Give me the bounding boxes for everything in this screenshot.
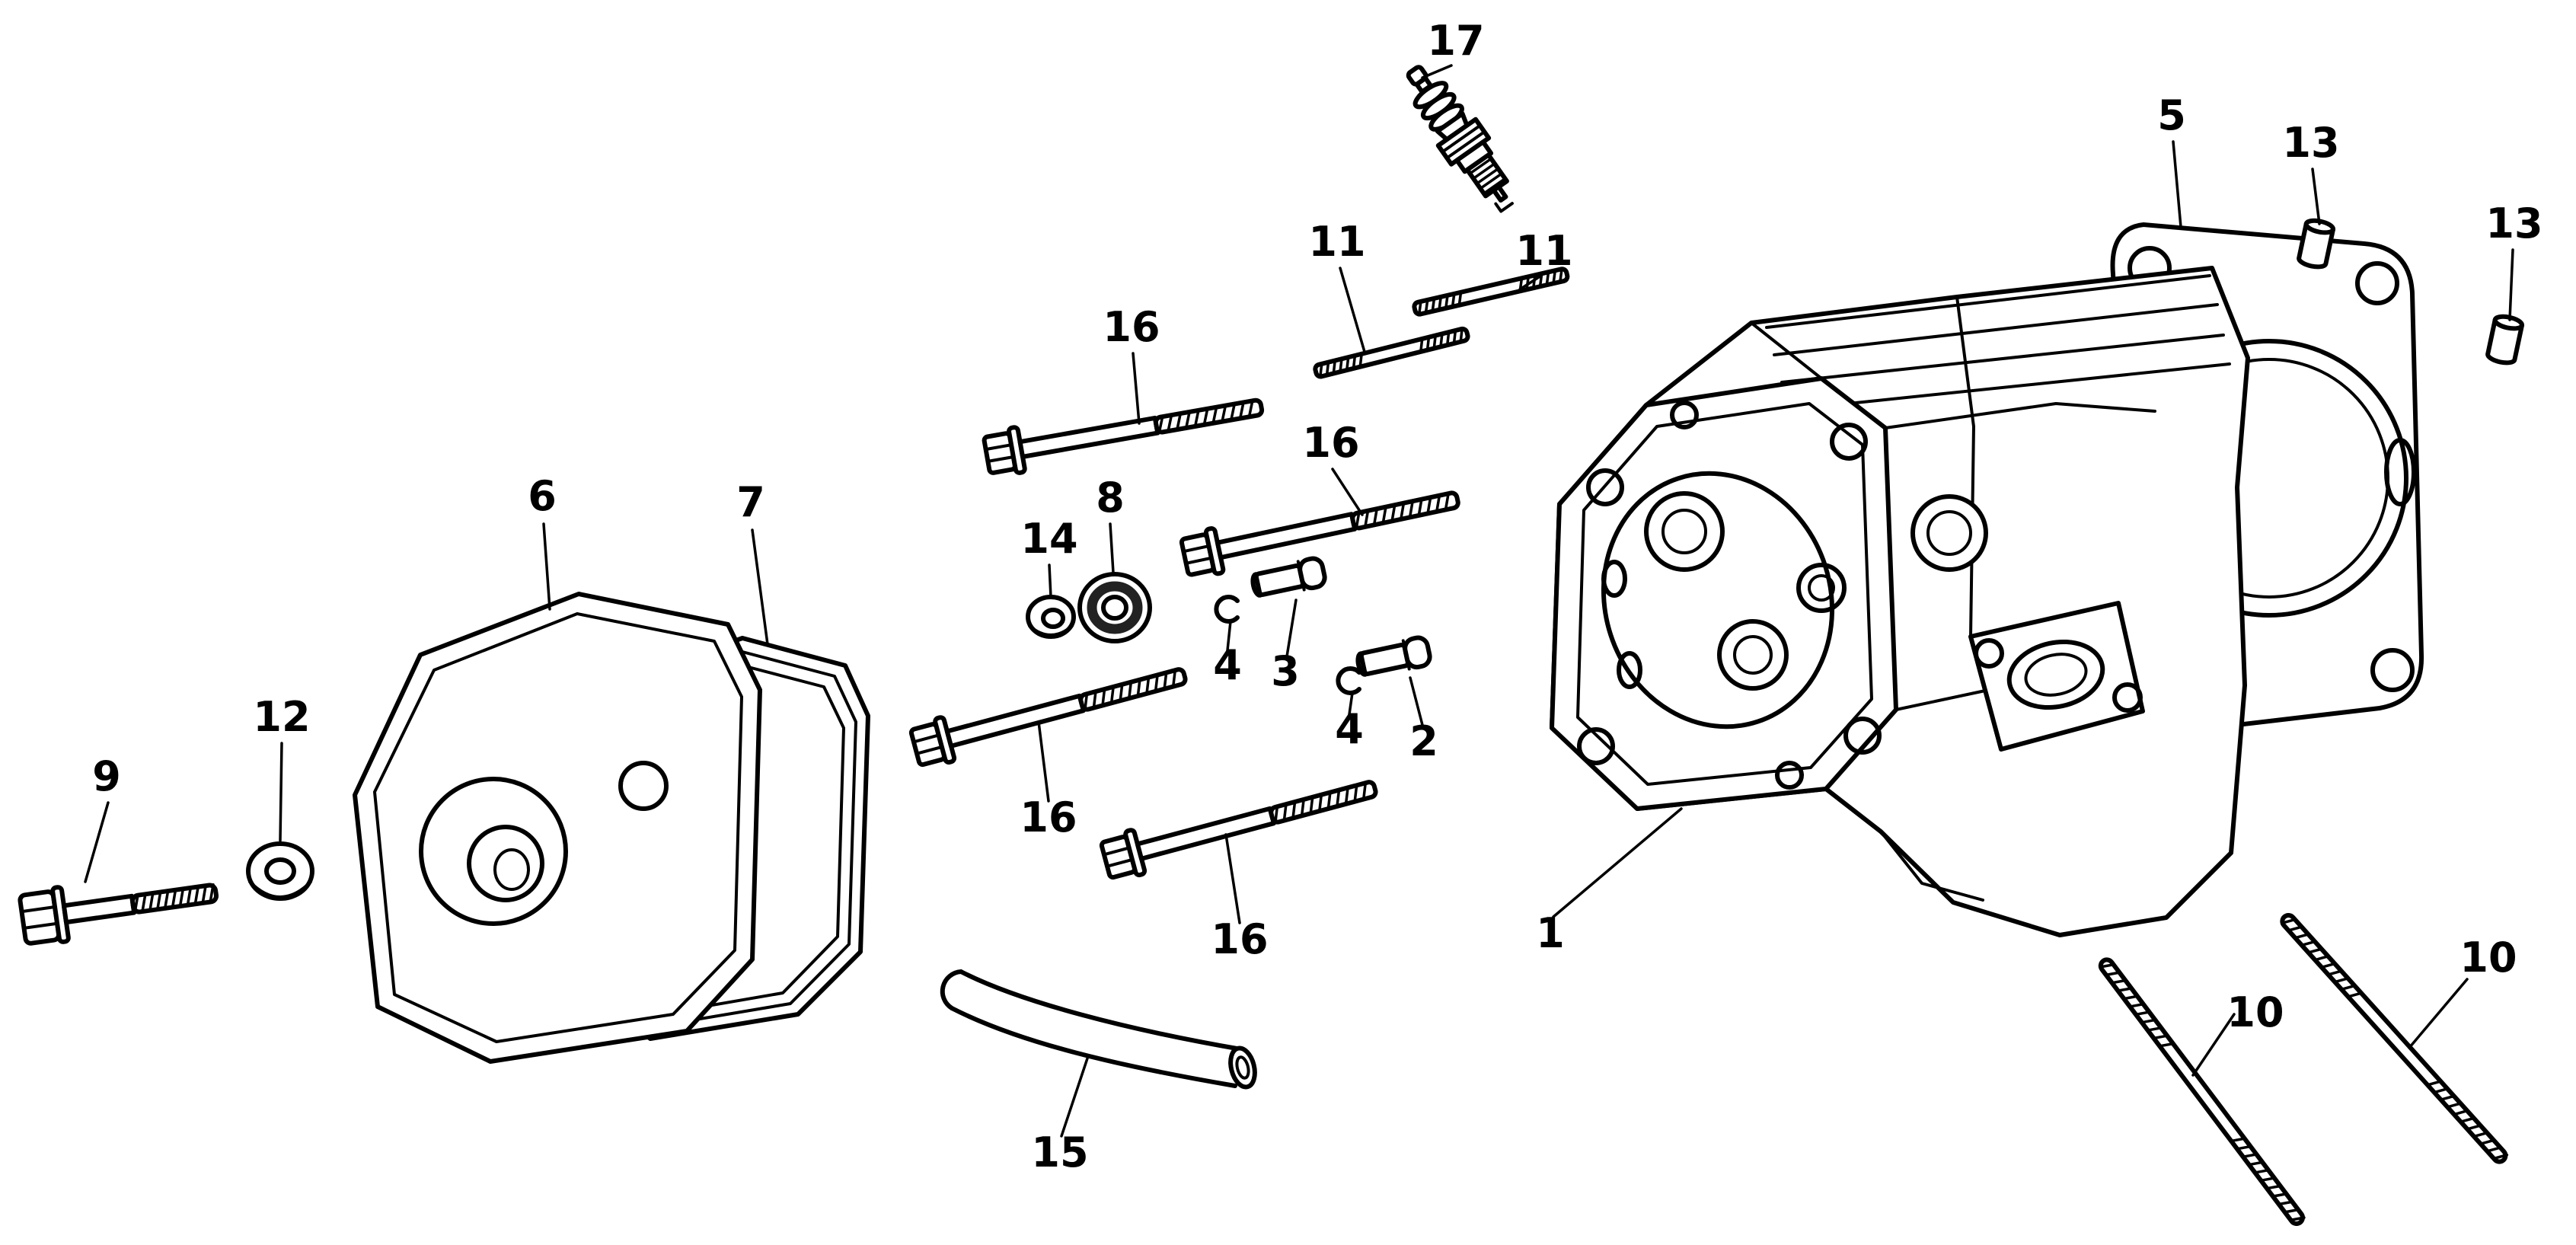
callout-4-upper: 4	[1213, 641, 1242, 689]
washer-14	[1026, 595, 1076, 639]
callout-13-upper: 13	[2282, 119, 2339, 167]
cylinder-head	[1550, 266, 2250, 937]
valve-guide-3	[1250, 557, 1326, 600]
callout-4-lower: 4	[1335, 705, 1364, 753]
callout-3: 3	[1271, 647, 1300, 695]
callout-7: 7	[736, 478, 765, 526]
callout-12: 12	[253, 693, 310, 741]
callout-1: 1	[1536, 909, 1565, 957]
callout-11-right: 11	[1515, 227, 1572, 275]
callout-10-right: 10	[2459, 934, 2517, 982]
flange-bolt-16-top	[983, 385, 1266, 478]
spark-plug	[1406, 65, 1514, 213]
callout-8: 8	[1096, 474, 1125, 522]
callout-14: 14	[1020, 515, 1077, 563]
clip-4-upper	[1214, 595, 1240, 624]
callout-5: 5	[2157, 91, 2186, 139]
washer-12	[246, 841, 314, 901]
callout-16-second: 16	[1302, 419, 1359, 467]
seal-8	[1077, 572, 1152, 643]
head-cover	[353, 592, 762, 1064]
stud-11-right	[1413, 268, 1568, 315]
callout-9: 9	[92, 752, 121, 800]
callout-16-third: 16	[1020, 793, 1077, 841]
flange-bolt-16-bottom	[1100, 766, 1381, 883]
dowel-pin-lower	[2487, 314, 2523, 365]
callout-10-left: 10	[2226, 988, 2284, 1036]
stud-11-left	[1314, 328, 1469, 378]
leader-lines	[84, 64, 2514, 1138]
callout-16-top: 16	[1103, 303, 1160, 351]
bolt-9	[18, 883, 219, 946]
breather-tube	[940, 969, 1257, 1090]
callout-17: 17	[1427, 17, 1484, 65]
flange-bolt-16-third	[909, 653, 1190, 770]
clip-4-lower	[1336, 666, 1361, 695]
callout-13-lower: 13	[2485, 200, 2542, 247]
callout-6: 6	[528, 472, 557, 520]
valve-guide-2	[1355, 636, 1432, 679]
callout-16-bottom: 16	[1211, 915, 1268, 963]
callout-15: 15	[1031, 1128, 1088, 1176]
callouts: 17 5 13 13 11 11 16 6 7 8 14 16 4 3 4 2 …	[92, 17, 2542, 1176]
callout-2: 2	[1409, 717, 1438, 765]
callout-11-left: 11	[1308, 218, 1365, 266]
